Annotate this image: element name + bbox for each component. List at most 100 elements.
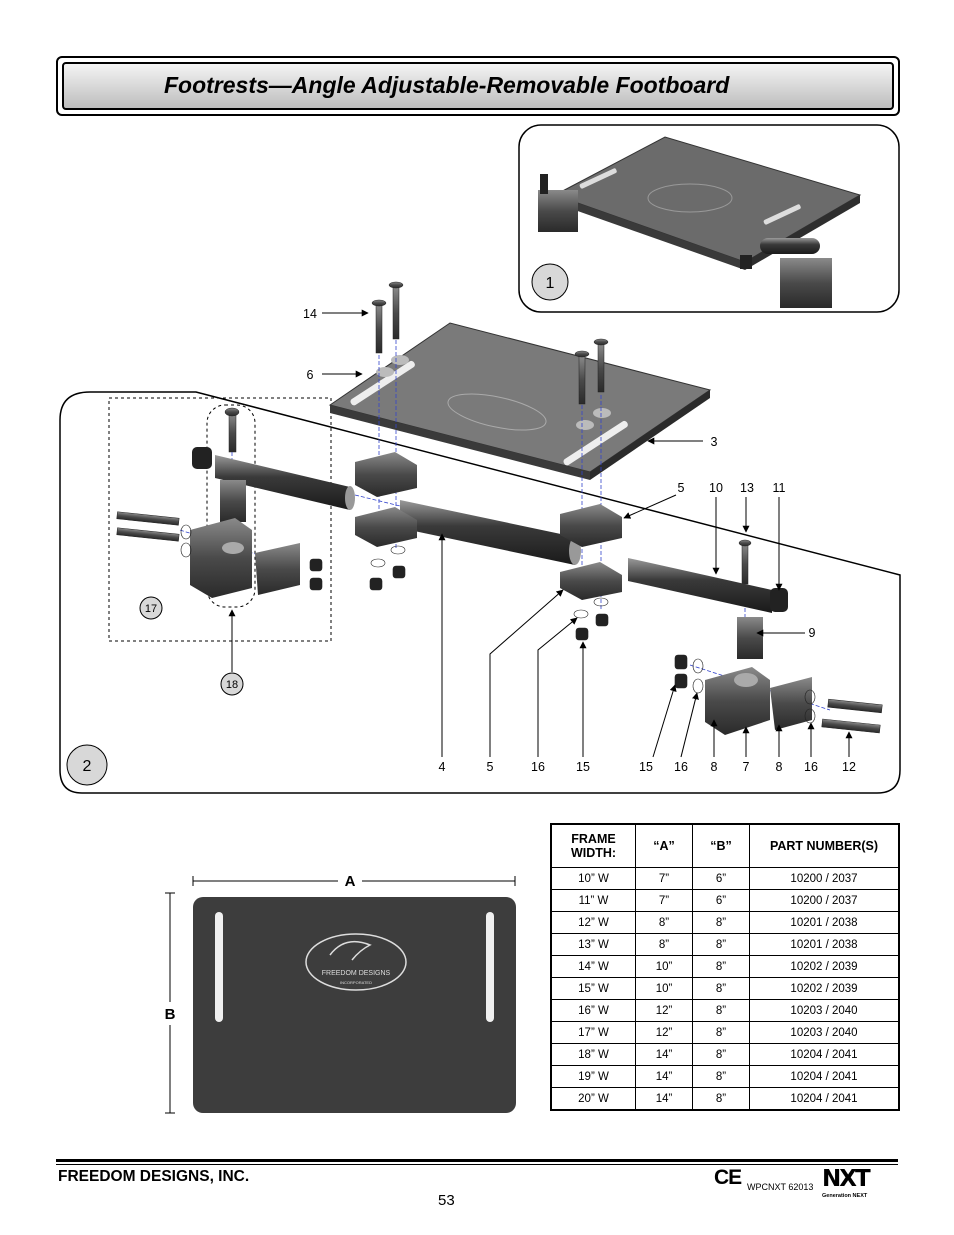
document-code: WPCNXT 62013 (747, 1182, 814, 1192)
cell-b: 8” (692, 911, 750, 934)
dimension-drawing: A B FREEDOM DESIGNS INCORPORATED (165, 873, 516, 1114)
tubes (192, 447, 788, 613)
callout-14: 14 (303, 307, 317, 321)
cell-frame-width: 19” W (550, 1065, 636, 1088)
callout-17: 17 (145, 603, 157, 615)
callout-bottom: 7 (743, 760, 750, 774)
cell-frame-width: 15” W (550, 977, 636, 1000)
cell-frame-width: 12” W (550, 911, 636, 934)
callout-18: 18 (226, 679, 238, 691)
callout-bottom: 5 (487, 760, 494, 774)
cell-a: 10” (635, 955, 693, 978)
cell-a: 8” (635, 933, 693, 956)
view-2-label: 2 (83, 758, 92, 775)
cell-b: 6” (692, 889, 750, 912)
callout-17-circle (139, 596, 163, 620)
header-a: “A” (635, 823, 693, 868)
callout-numbers: 14 6 3 5 10 13 11 9 4 5 16 15 15 16 8 7 … (303, 307, 856, 774)
cell-part-number: 10203 / 2040 (749, 1021, 900, 1044)
dimension-b-label: B (165, 1006, 176, 1023)
cell-b: 8” (692, 933, 750, 956)
cell-part-number: 10204 / 2041 (749, 1065, 900, 1088)
cell-frame-width: 10” W (550, 867, 636, 890)
screws (116, 281, 883, 734)
cell-frame-width: 13” W (550, 933, 636, 956)
cell-part-number: 10202 / 2039 (749, 977, 900, 1000)
cell-b: 8” (692, 955, 750, 978)
cell-part-number: 10200 / 2037 (749, 867, 900, 890)
cell-frame-width: 16” W (550, 999, 636, 1022)
cell-b: 8” (692, 1087, 750, 1111)
cell-a: 14” (635, 1065, 693, 1088)
footer-rule-thin (56, 1164, 898, 1165)
callout-leaders (228, 309, 853, 758)
view-2-label-circle (66, 744, 108, 786)
callout-bottom: 8 (711, 760, 718, 774)
header-frame-width: FRAME WIDTH: (550, 823, 636, 868)
cell-a: 8” (635, 911, 693, 934)
company-name: FREEDOM DESIGNS, INC. (58, 1168, 250, 1185)
callout-bottom: 16 (804, 760, 818, 774)
cell-frame-width: 11” W (550, 889, 636, 912)
cell-frame-width: 17” W (550, 1021, 636, 1044)
logo-line-1: FREEDOM DESIGNS (322, 970, 391, 977)
frame-width-spec-table: FRAME WIDTH: “A” “B” PART NUMBER(S) 10” … (550, 823, 900, 1111)
cell-a: 10” (635, 977, 693, 1000)
cell-a: 14” (635, 1087, 693, 1111)
footboard-plate-exploded (328, 322, 712, 480)
callout-bottom: 4 (439, 760, 446, 774)
footer-rule (56, 1159, 898, 1162)
header-part-numbers: PART NUMBER(S) (749, 823, 900, 868)
callout-18-circle (220, 672, 244, 696)
callout-bottom: 15 (639, 760, 653, 774)
exploded-parts-diagram: 1 2 (59, 124, 901, 1114)
cell-part-number: 10204 / 2041 (749, 1087, 900, 1111)
callout-5-top: 5 (678, 481, 685, 495)
callout-bottom: 15 (576, 760, 590, 774)
cell-a: 14” (635, 1043, 693, 1066)
footboard-plate-flat (193, 897, 516, 1113)
cell-a: 7” (635, 867, 693, 890)
cell-frame-width: 14” W (550, 955, 636, 978)
cell-b: 8” (692, 1065, 750, 1088)
page-title: Footrests—Angle Adjustable-Removable Foo… (164, 72, 730, 98)
clamp-blocks (190, 452, 812, 735)
callout-bottom: 16 (531, 760, 545, 774)
cell-b: 8” (692, 977, 750, 1000)
nxt-tagline: Generation NEXT (822, 1193, 868, 1199)
cell-part-number: 10204 / 2041 (749, 1043, 900, 1066)
callout-13: 13 (740, 481, 754, 495)
cell-a: 7” (635, 889, 693, 912)
cell-b: 8” (692, 1043, 750, 1066)
ce-mark: CE (714, 1166, 742, 1189)
cell-part-number: 10200 / 2037 (749, 889, 900, 912)
cell-part-number: 10201 / 2038 (749, 933, 900, 956)
cell-part-number: 10201 / 2038 (749, 911, 900, 934)
view-1-label-circle (531, 263, 569, 301)
header-b: “B” (692, 823, 750, 868)
cell-a: 12” (635, 1021, 693, 1044)
callout-bottom: 8 (776, 760, 783, 774)
dimension-a-label: A (345, 873, 356, 890)
cell-b: 8” (692, 999, 750, 1022)
table-header-row: FRAME WIDTH: “A” “B” PART NUMBER(S) (550, 823, 900, 868)
cell-frame-width: 18” W (550, 1043, 636, 1066)
callout-bottom: 12 (842, 760, 856, 774)
title-bar-inner: Footrests—Angle Adjustable-Removable Foo… (62, 62, 894, 110)
view-2-frame (59, 391, 901, 794)
kit-18-dashed-box (206, 404, 256, 608)
callout-bottom: 16 (674, 760, 688, 774)
callout-6: 6 (307, 368, 314, 382)
title-bar: Footrests—Angle Adjustable-Removable Foo… (56, 56, 900, 116)
kit-17-dashed-box (108, 397, 332, 642)
cell-b: 6” (692, 867, 750, 890)
